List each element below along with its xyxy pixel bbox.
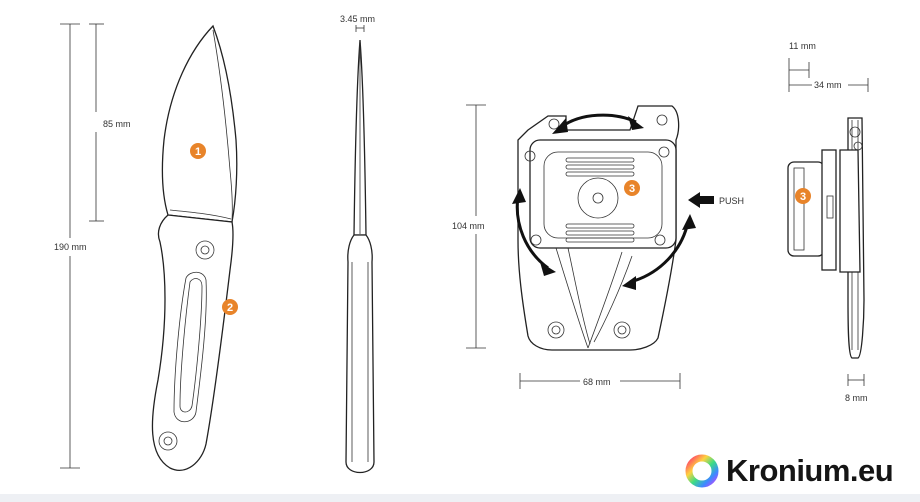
rotation-arrow-left	[512, 188, 556, 276]
push-label: PUSH	[719, 196, 744, 206]
rotation-arrow-right	[622, 214, 696, 290]
callout-2-handle: 2	[222, 299, 238, 315]
rivet-bottom	[158, 431, 178, 451]
sheath-height-label: 104 mm	[452, 221, 485, 231]
svg-text:1: 1	[195, 146, 201, 158]
knife-edge-view: 3.45 mm	[340, 14, 375, 474]
clip-plate	[529, 139, 677, 249]
sheath-eyelet-left	[547, 321, 565, 339]
push-arrow-icon	[688, 192, 714, 208]
svg-text:3: 3	[800, 191, 806, 203]
blade-thickness-label: 3.45 mm	[340, 14, 375, 24]
blade-length-label: 85 mm	[103, 119, 131, 129]
rivet-top	[195, 240, 215, 260]
sheath-front-view: 104 mm 68 mm	[452, 104, 744, 389]
handle-slot	[173, 271, 207, 423]
knife-handle	[151, 214, 234, 471]
sheath-width-label: 68 mm	[583, 377, 611, 387]
side-mount-plate	[821, 149, 837, 271]
callout-3-clip-front: 3	[624, 180, 640, 196]
sheath-side-view: 11 mm 34 mm 3 8 mm	[787, 41, 869, 403]
svg-text:3: 3	[629, 183, 635, 195]
footer-strip	[0, 494, 920, 502]
clip-depth-label: 34 mm	[814, 80, 842, 90]
knife-side-view: 85 mm 190 mm 1 2	[54, 23, 238, 471]
brand-name: Kronium.eu	[726, 453, 894, 488]
clip-thickness-label: 8 mm	[845, 393, 868, 403]
total-length-label: 190 mm	[54, 242, 87, 252]
clip-hub	[577, 177, 619, 219]
callout-1-blade: 1	[190, 143, 206, 159]
side-clip	[787, 161, 825, 257]
clip-offset-label: 11 mm	[789, 41, 816, 51]
svg-text:2: 2	[227, 302, 233, 314]
rainbow-ring-icon	[685, 454, 719, 488]
sheath-eyelet-right	[613, 321, 631, 339]
callout-3-clip-side: 3	[795, 188, 811, 204]
brand-logo: Kronium.eu	[684, 448, 894, 494]
rotation-arrow-top	[552, 113, 644, 134]
edge-handle	[345, 234, 375, 474]
